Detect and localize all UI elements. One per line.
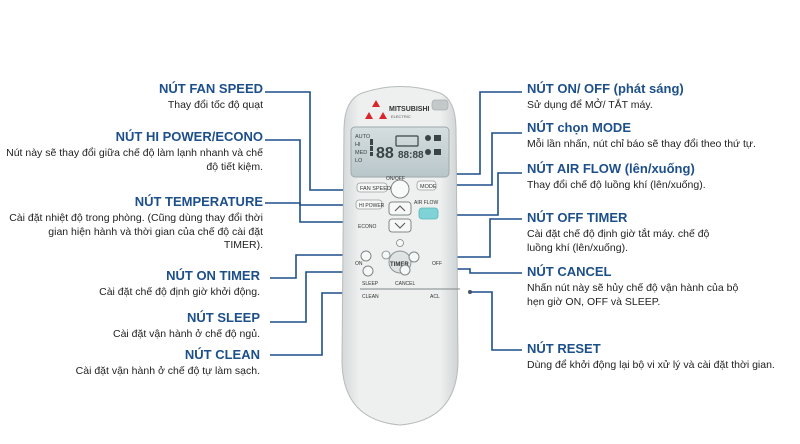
lcd-screen [350,126,450,178]
off-timer-button [408,251,420,263]
callout-off-timer-title: NÚT OFF TIMER [527,210,628,225]
callout-sleep-desc: Cài đặt vận hành ở chế độ ngủ. [113,328,260,340]
fan-label-auto: AUTO [355,134,371,140]
mitsubishi-logo-icon [365,100,387,119]
mode-icons [425,135,441,155]
cancel-button [399,264,411,276]
callout-off-timer-desc: Cài đặt chế độ định giờ tắt máy. chế độ … [527,228,710,254]
callout-mode-title: NÚT chọn MODE [527,120,631,135]
subbrand-text: ELECTRIC [391,114,411,119]
brand-text: MITSUBISHI [389,106,430,113]
callout-on-timer: NÚT ON TIMER Cài đặt chế độ định giờ khở… [0,268,260,300]
callout-fan-speed: NÚT FAN SPEED Thay đổi tốc độ quạt [0,81,263,113]
line-air-flow [438,172,522,216]
reset-hole [468,290,472,294]
callout-on-timer-desc: Cài đặt chế độ định giờ khởi động. [99,286,260,298]
fan-speed-button [356,182,388,193]
mode-button [416,180,437,191]
fan-speed-label: FAN SPEED [360,186,391,192]
sleep-label: SLEEP [362,281,379,287]
callout-cancel-title: NÚT CANCEL [527,264,612,279]
callout-temperature: NÚT TEMPERATURE Cài đặt nhiệt độ trong p… [0,194,263,253]
line-hi-power [265,139,356,206]
chevron-down-icon [394,222,406,229]
callout-hi-power-desc: Nút này sẽ thay đổi giữa chế độ làm lạnh… [6,147,263,173]
fan-label-lo: LO [355,158,363,164]
clean-label: CLEAN [362,294,379,300]
chevron-up-icon [394,205,406,212]
temp-down-button [388,218,412,233]
callout-on-timer-title: NÚT ON TIMER [166,268,260,283]
air-flow-label: AIR FLOW [414,200,438,206]
svg-text:88:88: 88:88 [398,150,424,161]
callout-on-off-desc: Sử dụng để MỞ/ TẮT máy. [527,99,653,111]
callout-off-timer: NÚT OFF TIMER Cài đặt chế độ định giờ tắ… [527,210,737,255]
air-flow-button [418,207,439,220]
callout-fan-speed-desc: Thay đổi tốc độ quạt [167,99,263,111]
callout-clean-desc: Cài đặt vận hành ở chế độ tự làm sạch. [75,365,260,377]
callout-hi-power-title: NÚT HI POWER/ECONO [115,129,263,144]
line-mode [434,132,522,186]
battery-icon [395,135,419,147]
callout-clean-title: NÚT CLEAN [184,347,260,362]
callout-air-flow: NÚT AIR FLOW (lên/xuống) Thay đổi chế độ… [527,161,792,193]
callout-fan-speed-title: NÚT FAN SPEED [158,81,263,96]
callout-sleep-title: NÚT SLEEP [187,310,260,325]
fan-label-hi: HI [355,142,361,148]
acl-label: ACL [430,294,440,300]
line-on-timer [270,254,364,279]
callout-hi-power: NÚT HI POWER/ECONO Nút này sẽ thay đổi g… [0,129,263,174]
fan-bars-icon [370,139,373,156]
callout-temperature-title: NÚT TEMPERATURE [134,194,263,209]
hi-power-button [355,199,383,210]
timer-label: TIMER [390,262,409,268]
on-label: ON [355,261,363,267]
sleep-button [362,265,374,277]
callout-reset-desc: Dùng để khởi động lại bộ vi xử lý và cài… [527,359,775,371]
callout-on-off: NÚT ON/ OFF (phát sáng) Sử dụng để MỞ/ T… [527,81,792,113]
mode-label: MODE [420,184,437,190]
callout-reset-title: NÚT RESET [527,341,601,356]
callout-cancel: NÚT CANCEL Nhấn nút này sẽ hủy chế độ vậ… [527,264,747,309]
on-off-label: ON/OFF [386,176,405,182]
on-off-button [390,179,410,199]
line-reset [470,291,522,351]
econo-label: ECONO [358,224,376,230]
hi-power-label: HI POWER [359,203,385,209]
callout-reset: NÚT RESET Dùng để khởi động lại bộ vi xử… [527,341,797,373]
off-label: OFF [432,261,442,267]
callout-air-flow-desc: Thay đổi chế độ luồng khí (lên/xuống). [527,179,706,191]
callout-cancel-desc: Nhấn nút này sẽ hủy chế độ vận hành của … [527,282,739,308]
callout-sleep: NÚT SLEEP Cài đặt vận hành ở chế độ ngủ. [0,310,260,342]
on-timer-button [360,250,372,262]
transmitter-window [431,99,449,111]
line-fan-speed [265,91,363,191]
cancel-label: CANCEL [395,281,416,287]
callout-temperature-desc: Cài đặt nhiệt độ trong phòng. (Cũng dùng… [9,212,263,251]
callout-air-flow-title: NÚT AIR FLOW (lên/xuống) [527,161,695,176]
line-sleep [270,271,362,323]
screen-digits: 88 [376,145,394,162]
temp-up-button [388,201,412,216]
callout-mode: NÚT chọn MODE Mỗi lần nhấn, nút chỉ báo … [527,120,797,152]
line-on-off [437,91,522,175]
callout-mode-desc: Mỗi lần nhấn, nút chỉ báo sẽ thay đổi th… [527,138,756,150]
callout-on-off-title: NÚT ON/ OFF (phát sáng) [527,81,684,96]
callout-clean: NÚT CLEAN Cài đặt vận hành ở chế độ tự l… [0,347,260,379]
fan-label-med: MED [355,150,367,156]
